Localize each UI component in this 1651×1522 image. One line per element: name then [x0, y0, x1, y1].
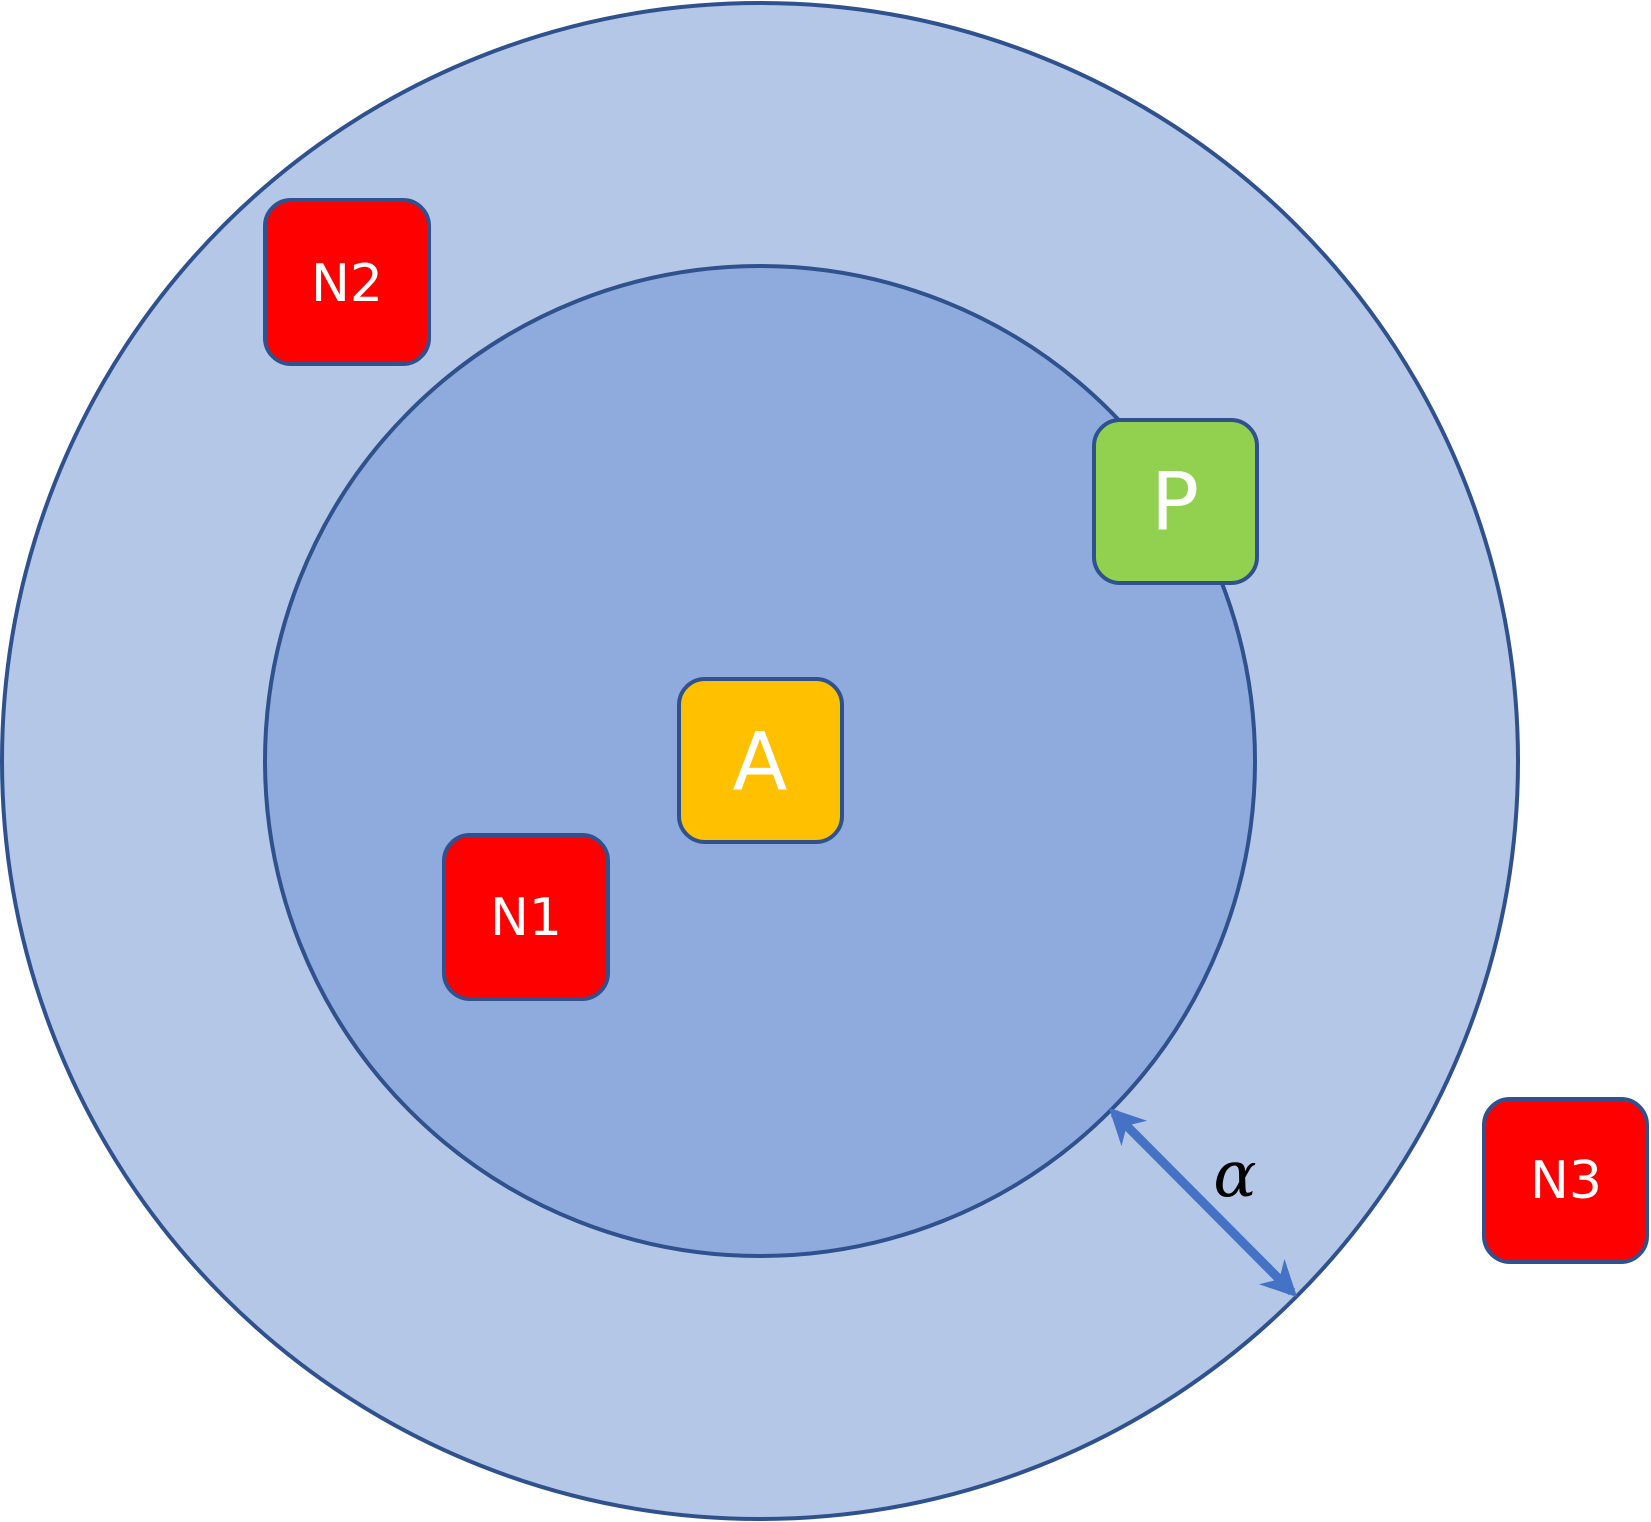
node-p-label: P — [1151, 456, 1199, 549]
node-n2: N2 — [263, 198, 431, 366]
node-n3-label: N3 — [1530, 1151, 1602, 1211]
node-n1-label: N1 — [490, 888, 562, 948]
node-n1: N1 — [442, 833, 610, 1001]
node-a: A — [677, 677, 844, 844]
node-n2-label: N2 — [311, 254, 383, 314]
node-a-label: A — [733, 716, 788, 809]
margin-arrow — [1108, 1107, 1298, 1298]
node-n3: N3 — [1482, 1097, 1649, 1264]
node-p: P — [1092, 418, 1259, 585]
margin-alpha-label: α — [1213, 1138, 1256, 1212]
